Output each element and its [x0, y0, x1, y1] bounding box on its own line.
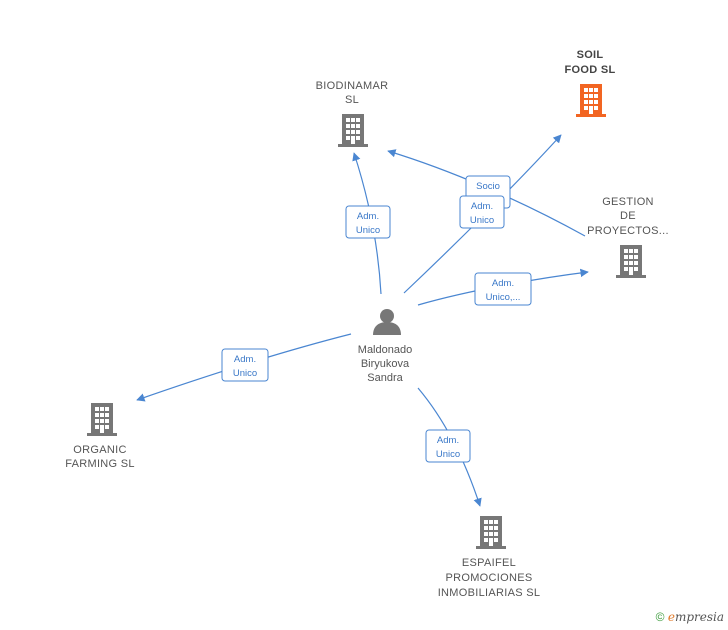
person-label: Biryukova	[361, 358, 410, 370]
edge-label[interactable]: Adm. Unico	[221, 348, 269, 382]
company-node-espaifel[interactable]: ESPAIFEL PROMOCIONES INMOBILIARIAS SL	[438, 516, 541, 599]
svg-text:Adm.: Adm.	[437, 435, 459, 446]
copyright-icon: ©	[655, 610, 665, 624]
company-label: ESPAIFEL	[462, 557, 516, 569]
company-node-soil-food[interactable]: SOIL FOOD SL	[565, 49, 616, 117]
edges	[136, 134, 589, 507]
svg-text:Unico: Unico	[356, 225, 380, 236]
svg-text:Unico: Unico	[436, 449, 460, 460]
svg-text:Adm.: Adm.	[234, 354, 256, 365]
edge-label[interactable]: Adm. Unico	[459, 195, 505, 229]
company-label: INMOBILIARIAS SL	[438, 587, 541, 599]
company-label: SL	[345, 94, 359, 106]
building-icon	[616, 245, 646, 278]
building-icon	[576, 84, 606, 117]
person-label: Maldonado	[358, 344, 412, 356]
building-icon	[338, 114, 368, 147]
company-label: PROYECTOS...	[587, 225, 669, 237]
edge-label[interactable]: Adm. Unico,...	[474, 272, 532, 306]
svg-text:Socio: Socio	[476, 181, 500, 192]
company-node-biodinamar[interactable]: BIODINAMAR SL	[316, 80, 389, 147]
company-label: DE	[620, 210, 636, 222]
company-label: SOIL	[577, 49, 604, 61]
company-label: FARMING SL	[65, 458, 135, 470]
company-node-gestion[interactable]: GESTION DE PROYECTOS...	[587, 196, 669, 278]
company-label: FOOD SL	[565, 64, 616, 76]
company-label: PROMOCIONES	[445, 572, 532, 584]
edge-label[interactable]: Adm. Unico	[425, 429, 471, 463]
company-label: BIODINAMAR	[316, 80, 389, 92]
svg-text:Adm.: Adm.	[492, 278, 514, 289]
svg-text:Unico,...: Unico,...	[486, 292, 521, 303]
company-node-organic[interactable]: ORGANIC FARMING SL	[65, 403, 135, 470]
company-label: ORGANIC	[73, 444, 126, 456]
brand-logo[interactable]: empresia	[667, 610, 724, 624]
building-icon	[87, 403, 117, 436]
building-icon	[476, 516, 506, 549]
svg-text:Adm.: Adm.	[357, 211, 379, 222]
company-label: GESTION	[602, 196, 654, 208]
person-icon	[373, 309, 401, 335]
svg-text:Adm.: Adm.	[471, 201, 493, 212]
svg-text:Unico: Unico	[233, 368, 257, 379]
person-label: Sandra	[367, 372, 403, 384]
person-node[interactable]: Maldonado Biryukova Sandra	[358, 309, 412, 384]
svg-text:Unico: Unico	[470, 215, 494, 226]
copyright-footer: © empresia	[656, 610, 724, 624]
edge-label[interactable]: Adm. Unico	[345, 205, 391, 239]
